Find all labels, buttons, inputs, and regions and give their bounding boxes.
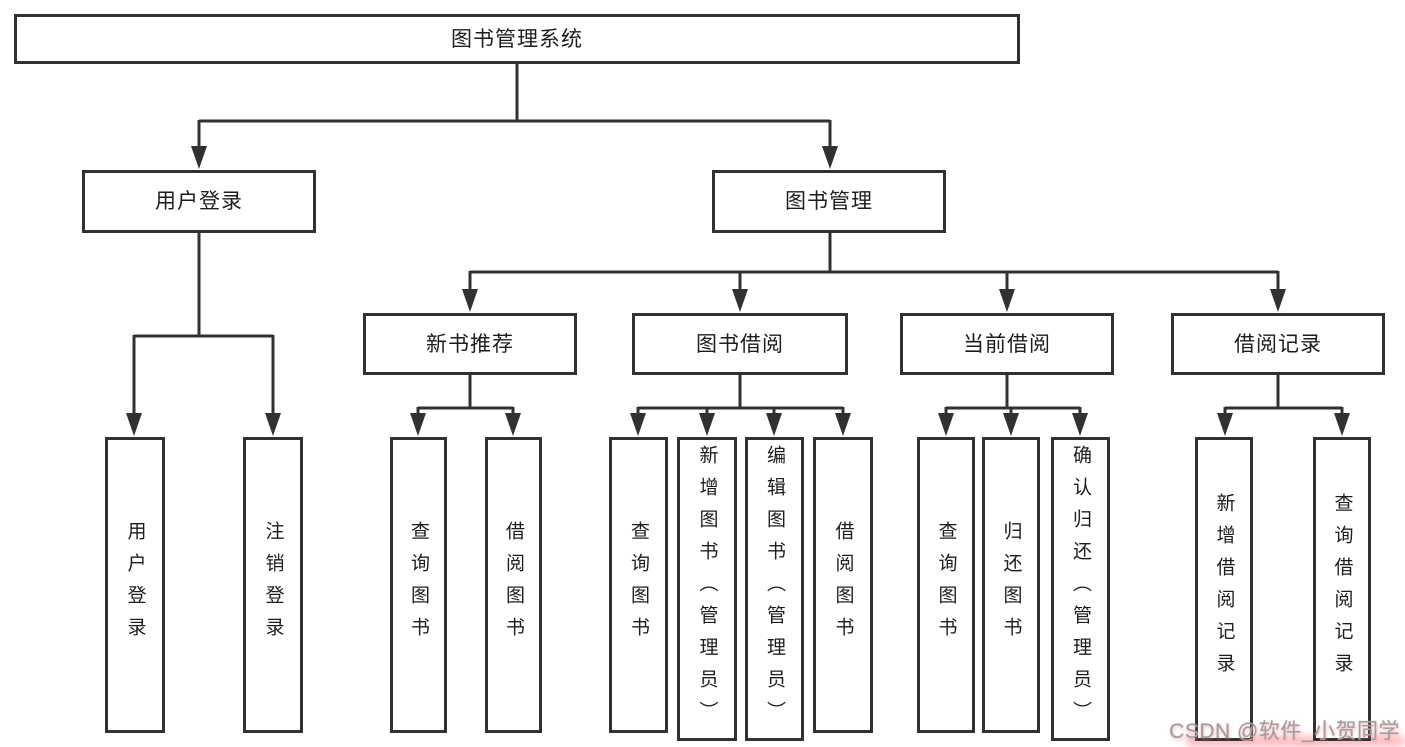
leaf-label: 编辑图书（管理员） [764, 445, 785, 733]
leaf-label: 新增借阅记录 [1213, 493, 1235, 685]
node-book-management: 图书管理 [712, 170, 946, 233]
leaf-label: 用户登录 [124, 521, 146, 649]
node-library-management-system: 图书管理系统 [14, 14, 1020, 64]
leaf-label: 查询图书 [935, 521, 957, 649]
node-book-borrowing: 图书借阅 [632, 313, 848, 375]
leaf-return-books: 归还图书 [982, 437, 1040, 733]
leaf-query-borrow-record: 查询借阅记录 [1313, 437, 1371, 741]
node-new-book-recommendation: 新书推荐 [363, 313, 577, 375]
leaf-label: 查询图书 [408, 521, 429, 649]
leaf-logout: 注销登录 [243, 437, 303, 733]
leaf-label: 查询图书 [628, 521, 649, 649]
leaf-label: 借阅图书 [832, 521, 854, 649]
node-label: 新书推荐 [426, 332, 514, 356]
leaf-label: 注销登录 [262, 521, 284, 649]
leaf-label: 归还图书 [1000, 521, 1022, 649]
node-label: 图书管理系统 [451, 27, 583, 51]
watermark-text: CSDN @软件_小贺同学 [1169, 720, 1400, 743]
leaf-query-books: 查询图书 [609, 437, 668, 733]
leaf-user-login: 用户登录 [105, 437, 165, 733]
leaf-edit-books-admin: 编辑图书（管理员） [745, 437, 804, 741]
leaf-label: 新增图书（管理员） [696, 445, 718, 733]
leaf-label: 确认归还（管理员） [1070, 445, 1091, 733]
leaf-add-books-admin: 新增图书（管理员） [677, 437, 737, 741]
node-label: 当前借阅 [963, 332, 1051, 356]
node-label: 用户登录 [155, 190, 243, 213]
node-label: 图书借阅 [696, 332, 784, 356]
node-current-borrowing: 当前借阅 [900, 313, 1114, 375]
node-user-login: 用户登录 [82, 170, 316, 233]
leaf-add-borrow-record: 新增借阅记录 [1195, 437, 1253, 741]
node-label: 图书管理 [785, 190, 873, 213]
node-borrowing-records: 借阅记录 [1171, 313, 1385, 375]
leaf-query-books: 查询图书 [390, 437, 447, 733]
leaf-confirm-return-admin: 确认归还（管理员） [1051, 437, 1110, 741]
leaf-borrow-books: 借阅图书 [813, 437, 873, 733]
watermark-pink-strip [1187, 736, 1405, 747]
arrowheads [126, 146, 1350, 436]
leaf-query-books: 查询图书 [917, 437, 975, 733]
leaf-borrow-books: 借阅图书 [485, 437, 542, 733]
leaf-label: 借阅图书 [503, 521, 524, 649]
node-label: 借阅记录 [1234, 332, 1322, 356]
leaf-label: 查询借阅记录 [1331, 493, 1353, 685]
